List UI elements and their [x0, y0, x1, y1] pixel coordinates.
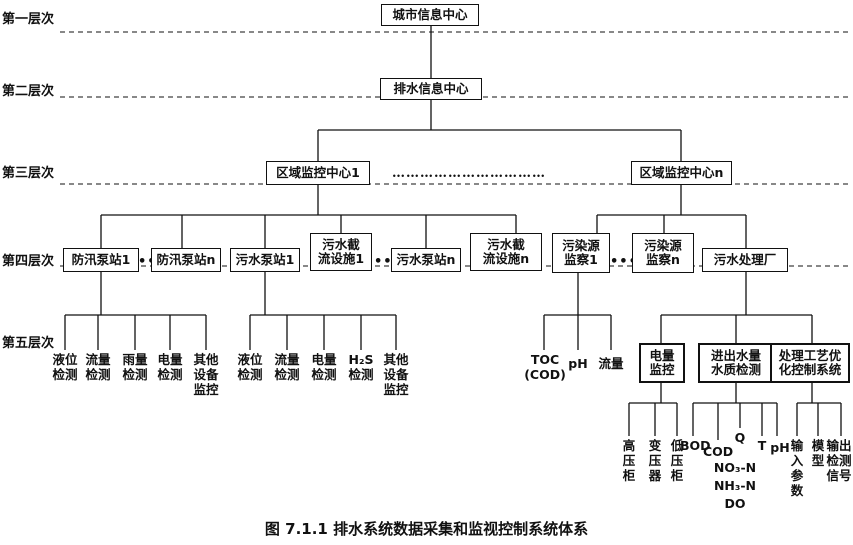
toc-cod-measurement: TOC (COD): [524, 352, 566, 382]
sewage-other-equipment-monitoring: 其他 设备 监控: [383, 352, 409, 397]
high-voltage-cabinet: 高 压 柜: [622, 438, 636, 483]
level3-ellipsis: ……………………………: [392, 166, 546, 181]
level-label-5: 第五层次: [2, 336, 55, 351]
process-optimization-control-node: 处理工艺优 化控制系统: [770, 343, 850, 383]
figure-caption: 图 7.1.1 排水系统数据采集和监视控制系统体系: [264, 520, 589, 538]
sewage-treatment-plant-node: 污水处理厂: [702, 248, 788, 272]
flood-pump-station-1-node: 防汛泵站1: [63, 248, 139, 272]
level-label-1: 第一层次: [2, 12, 55, 27]
input-parameters: 输 入 参 数: [790, 438, 804, 498]
sewage-interception-n-node: 污水截 流设施n: [470, 233, 542, 271]
flood-power-detection: 电量 检测: [157, 352, 183, 382]
regional-control-center-n-node: 区域监控中心n: [631, 161, 732, 185]
sewage-power-detection: 电量 检测: [311, 352, 337, 382]
flood-flow-detection: 流量 检测: [85, 352, 111, 382]
pollution-flow-measurement: 流量: [598, 356, 624, 371]
ph-measurement: pH: [568, 356, 588, 371]
flood-pump-station-n-node: 防汛泵站n: [151, 248, 221, 272]
bod-parameter: BOD: [680, 438, 711, 453]
sewage-interception-1-node: 污水截 流设施1: [310, 233, 372, 271]
t-parameter: T: [757, 438, 767, 453]
sewage-level-detection: 液位 检测: [237, 352, 263, 382]
transformer: 变 压 器: [648, 438, 662, 483]
model: 模 型: [811, 438, 825, 468]
q-parameter: Q: [734, 430, 746, 445]
do-parameter: DO: [724, 496, 746, 511]
sewage-flow-detection: 流量 检测: [274, 352, 300, 382]
level4-ellipsis-3: •••: [610, 254, 638, 269]
regional-control-center-1-node: 区域监控中心1: [266, 161, 370, 185]
pollution-source-monitoring-n-node: 污染源 监察n: [632, 233, 694, 273]
power-monitoring-node: 电量 监控: [639, 343, 685, 383]
output-detection-signal: 输出 检测 信号: [826, 438, 852, 483]
ph-parameter: pH: [770, 440, 790, 455]
pollution-source-monitoring-1-node: 污染源 监察1: [552, 233, 610, 273]
city-info-center-node: 城市信息中心: [381, 4, 479, 26]
flood-other-equipment-monitoring: 其他 设备 监控: [193, 352, 219, 397]
level-label-4: 第四层次: [2, 254, 55, 269]
level-label-3: 第三层次: [2, 166, 55, 181]
nh3-n-parameter: NH₃-N: [713, 478, 757, 493]
flood-level-detection: 液位 检测: [52, 352, 78, 382]
cod-parameter: COD: [703, 444, 734, 459]
h2s-detection: H₂S 检测: [348, 352, 374, 382]
low-voltage-cabinet: 低 压 柜: [670, 438, 684, 483]
flood-rainfall-detection: 雨量 检测: [122, 352, 148, 382]
sewage-pump-station-1-node: 污水泵站1: [230, 248, 300, 272]
no3-n-parameter: NO₃-N: [713, 460, 757, 475]
inflow-outflow-quality-node: 进出水量 水质检测: [698, 343, 774, 383]
sewage-pump-station-n-node: 污水泵站n: [391, 248, 461, 272]
level-label-2: 第二层次: [2, 84, 55, 99]
drainage-info-center-node: 排水信息中心: [380, 78, 482, 100]
